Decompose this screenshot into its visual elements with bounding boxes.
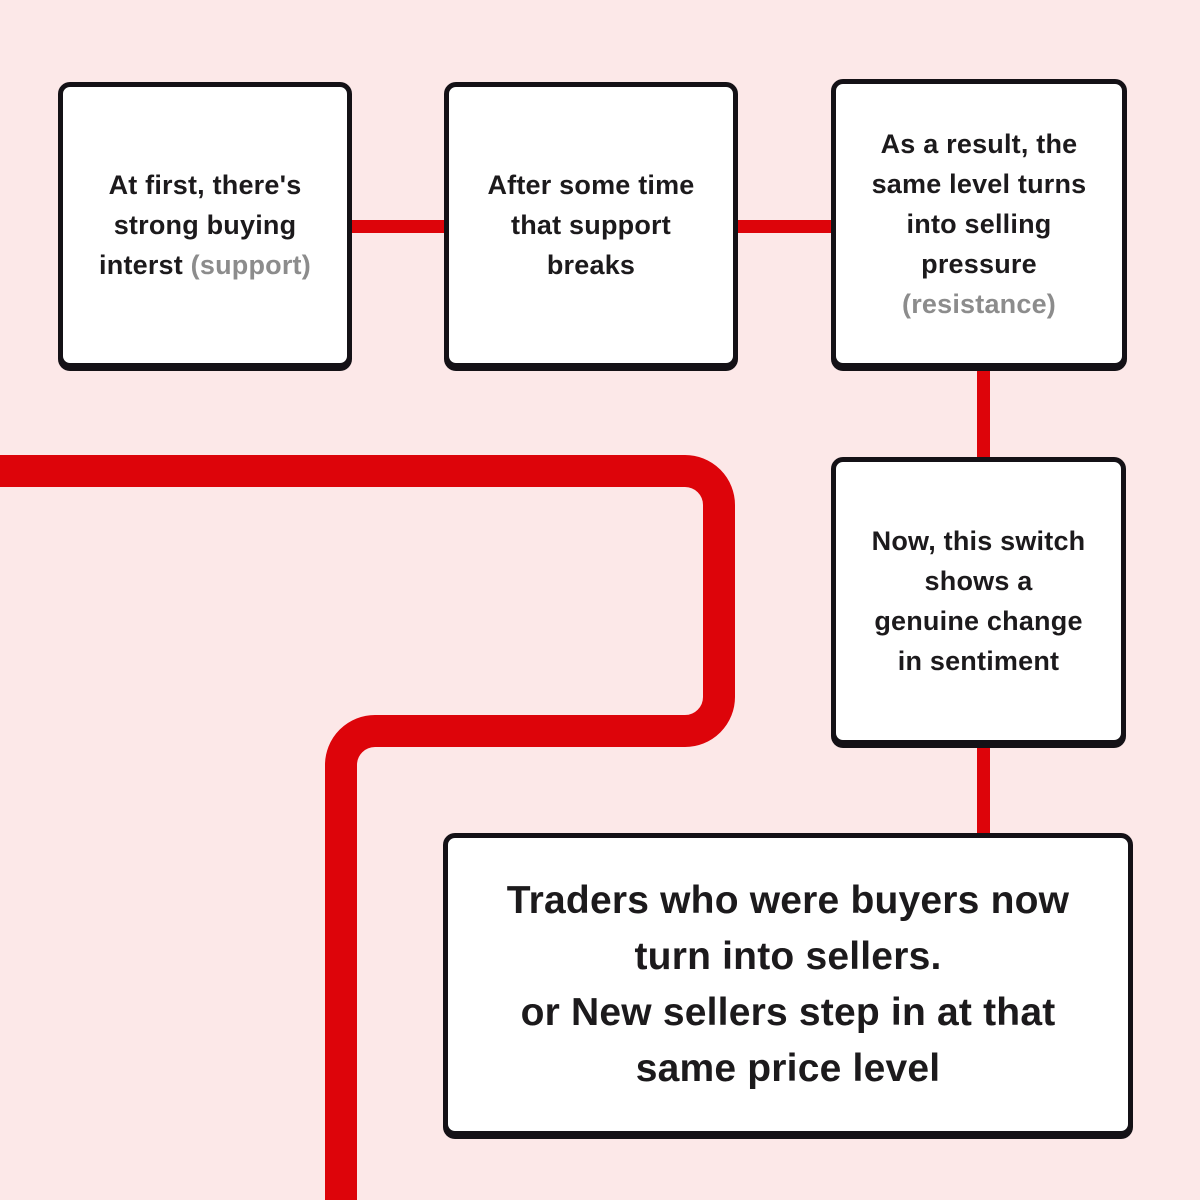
box5-line3: or New sellers step in at that bbox=[520, 990, 1056, 1034]
box3-resistance-label: (resistance) bbox=[902, 288, 1056, 319]
box1-line3-black: interst bbox=[99, 250, 183, 280]
box4-line2: shows a bbox=[924, 566, 1033, 596]
box4-line3: genuine change bbox=[874, 606, 1083, 636]
box5-line4: same price level bbox=[635, 1046, 941, 1090]
box3-line4: pressure bbox=[921, 248, 1037, 279]
connector-box4-box5 bbox=[977, 743, 990, 835]
box2-line2: that support bbox=[511, 210, 671, 240]
flow-box-buyers-become-sellers: Traders who were buyers now turn into se… bbox=[443, 833, 1133, 1136]
box3-line1: As a result, the bbox=[880, 128, 1078, 159]
box5-line2: turn into sellers. bbox=[634, 934, 942, 978]
flow-box-selling-pressure: As a result, the same level turns into s… bbox=[831, 79, 1127, 368]
box3-line3: into selling bbox=[906, 208, 1052, 239]
box2-line1: After some time bbox=[487, 170, 695, 200]
box1-support-label: (support) bbox=[190, 250, 311, 280]
flow-box-strong-buying-interest: At first, there's strong buying interst … bbox=[58, 82, 352, 368]
flow-box-sentiment-change: Now, this switch shows a genuine change … bbox=[831, 457, 1126, 745]
box1-line1: At first, there's bbox=[108, 170, 302, 200]
box2-line3: breaks bbox=[546, 250, 636, 280]
flow-box-support-breaks: After some time that support breaks bbox=[444, 82, 738, 368]
box5-line1: Traders who were buyers now bbox=[506, 878, 1070, 922]
box1-line3: interst (support) bbox=[99, 245, 311, 285]
connector-box2-box3 bbox=[736, 220, 833, 233]
connector-box3-box4 bbox=[977, 366, 990, 459]
box3-line2: same level turns bbox=[871, 168, 1087, 199]
box4-line4: in sentiment bbox=[897, 646, 1060, 676]
box1-line2: strong buying bbox=[113, 210, 297, 240]
box4-line1: Now, this switch bbox=[871, 526, 1086, 556]
connector-box1-box2 bbox=[352, 220, 446, 233]
